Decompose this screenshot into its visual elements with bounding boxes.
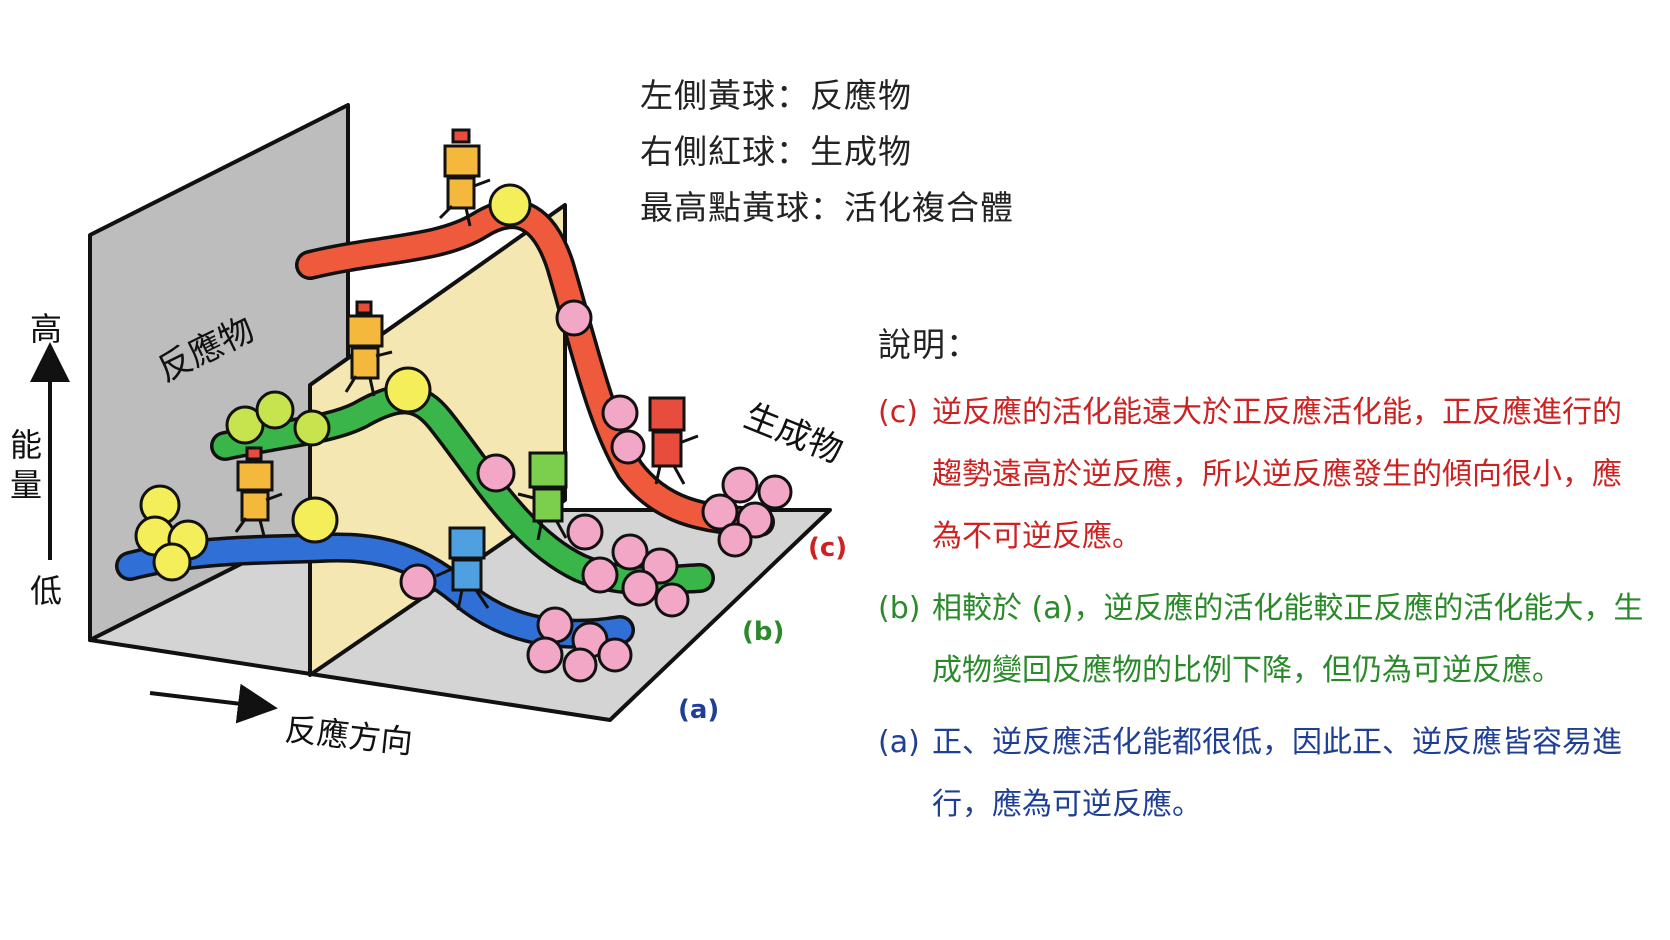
axis-high-label: 高 bbox=[30, 310, 62, 348]
curve-label-c: (c) bbox=[808, 533, 847, 563]
explanation-text-c: 逆反應的活化能遠大於正反應活化能，正反應進行的趨勢遠高於逆反應，所以逆反應發生的… bbox=[932, 395, 1622, 554]
explanation-item-b: (b) 相較於 (a)，逆反應的活化能較正反應的活化能大，生成物變回反應物的比例… bbox=[878, 578, 1648, 702]
explanation-text-a: 正、逆反應活化能都很低，因此正、逆反應皆容易進行，應為可逆反應。 bbox=[932, 725, 1622, 822]
direction-axis-arrow bbox=[149, 683, 278, 724]
robot-figure-a-product bbox=[435, 526, 490, 611]
explanation-text-b: 相較於 (a)，逆反應的活化能較正反應的活化能大，生成物變回反應物的比例下降，但… bbox=[932, 591, 1644, 688]
legend-activated-complex: 最高點黃球：活化複合體 bbox=[640, 188, 1014, 227]
axis-energy-label-1: 能 bbox=[10, 426, 42, 464]
curve-label-b: (b) bbox=[742, 617, 784, 647]
product-wall-label: 生成物 bbox=[739, 396, 849, 471]
robot-figure-c bbox=[438, 128, 491, 227]
robot-figure-c-product bbox=[648, 396, 699, 485]
activated-complex-b bbox=[384, 366, 432, 414]
explanation-tag-a: (a) bbox=[878, 725, 920, 760]
product-spheres-c bbox=[555, 299, 793, 558]
direction-label: 反應方向 bbox=[283, 710, 414, 760]
energy-diagram: 高 能 量 低 反應方向 反應物 生成物 (c) (b) (a) bbox=[10, 103, 849, 760]
axis-energy-label-2: 量 bbox=[10, 466, 42, 504]
explanation-title: 說明： bbox=[878, 325, 980, 364]
explanation-panel: 說明： (c) 逆反應的活化能遠大於正反應活化能，正反應進行的趨勢遠高於逆反應，… bbox=[878, 318, 1648, 846]
explanation-item-a: (a) 正、逆反應活化能都很低，因此正、逆反應皆容易進行，應為可逆反應。 bbox=[878, 712, 1648, 836]
explanation-tag-b: (b) bbox=[878, 591, 921, 626]
curve-label-a: (a) bbox=[678, 695, 719, 725]
activated-complex-c bbox=[488, 183, 532, 227]
curve-c-fill bbox=[298, 202, 772, 534]
product-spheres-b bbox=[476, 453, 690, 618]
robot-figure-a bbox=[234, 446, 283, 537]
explanation-tag-c: (c) bbox=[878, 395, 918, 430]
legend-product: 右側紅球：生成物 bbox=[640, 132, 912, 171]
axis-low-label: 低 bbox=[30, 572, 62, 610]
legend-reactant: 左側黃球：反應物 bbox=[640, 76, 912, 115]
product-spheres-a bbox=[399, 563, 633, 683]
activated-complex-a bbox=[291, 496, 339, 544]
reactant-spheres-b bbox=[225, 390, 331, 447]
robot-figure-b-product bbox=[517, 451, 568, 541]
explanation-item-c: (c) 逆反應的活化能遠大於正反應活化能，正反應進行的趨勢遠高於逆反應，所以逆反… bbox=[878, 382, 1648, 568]
robot-figure-b bbox=[344, 300, 393, 397]
legend: 左側黃球：反應物 右側紅球：生成物 最高點黃球：活化複合體 bbox=[640, 68, 1014, 236]
curve-a-fill bbox=[118, 536, 632, 646]
reactant-spheres-a bbox=[134, 484, 209, 582]
